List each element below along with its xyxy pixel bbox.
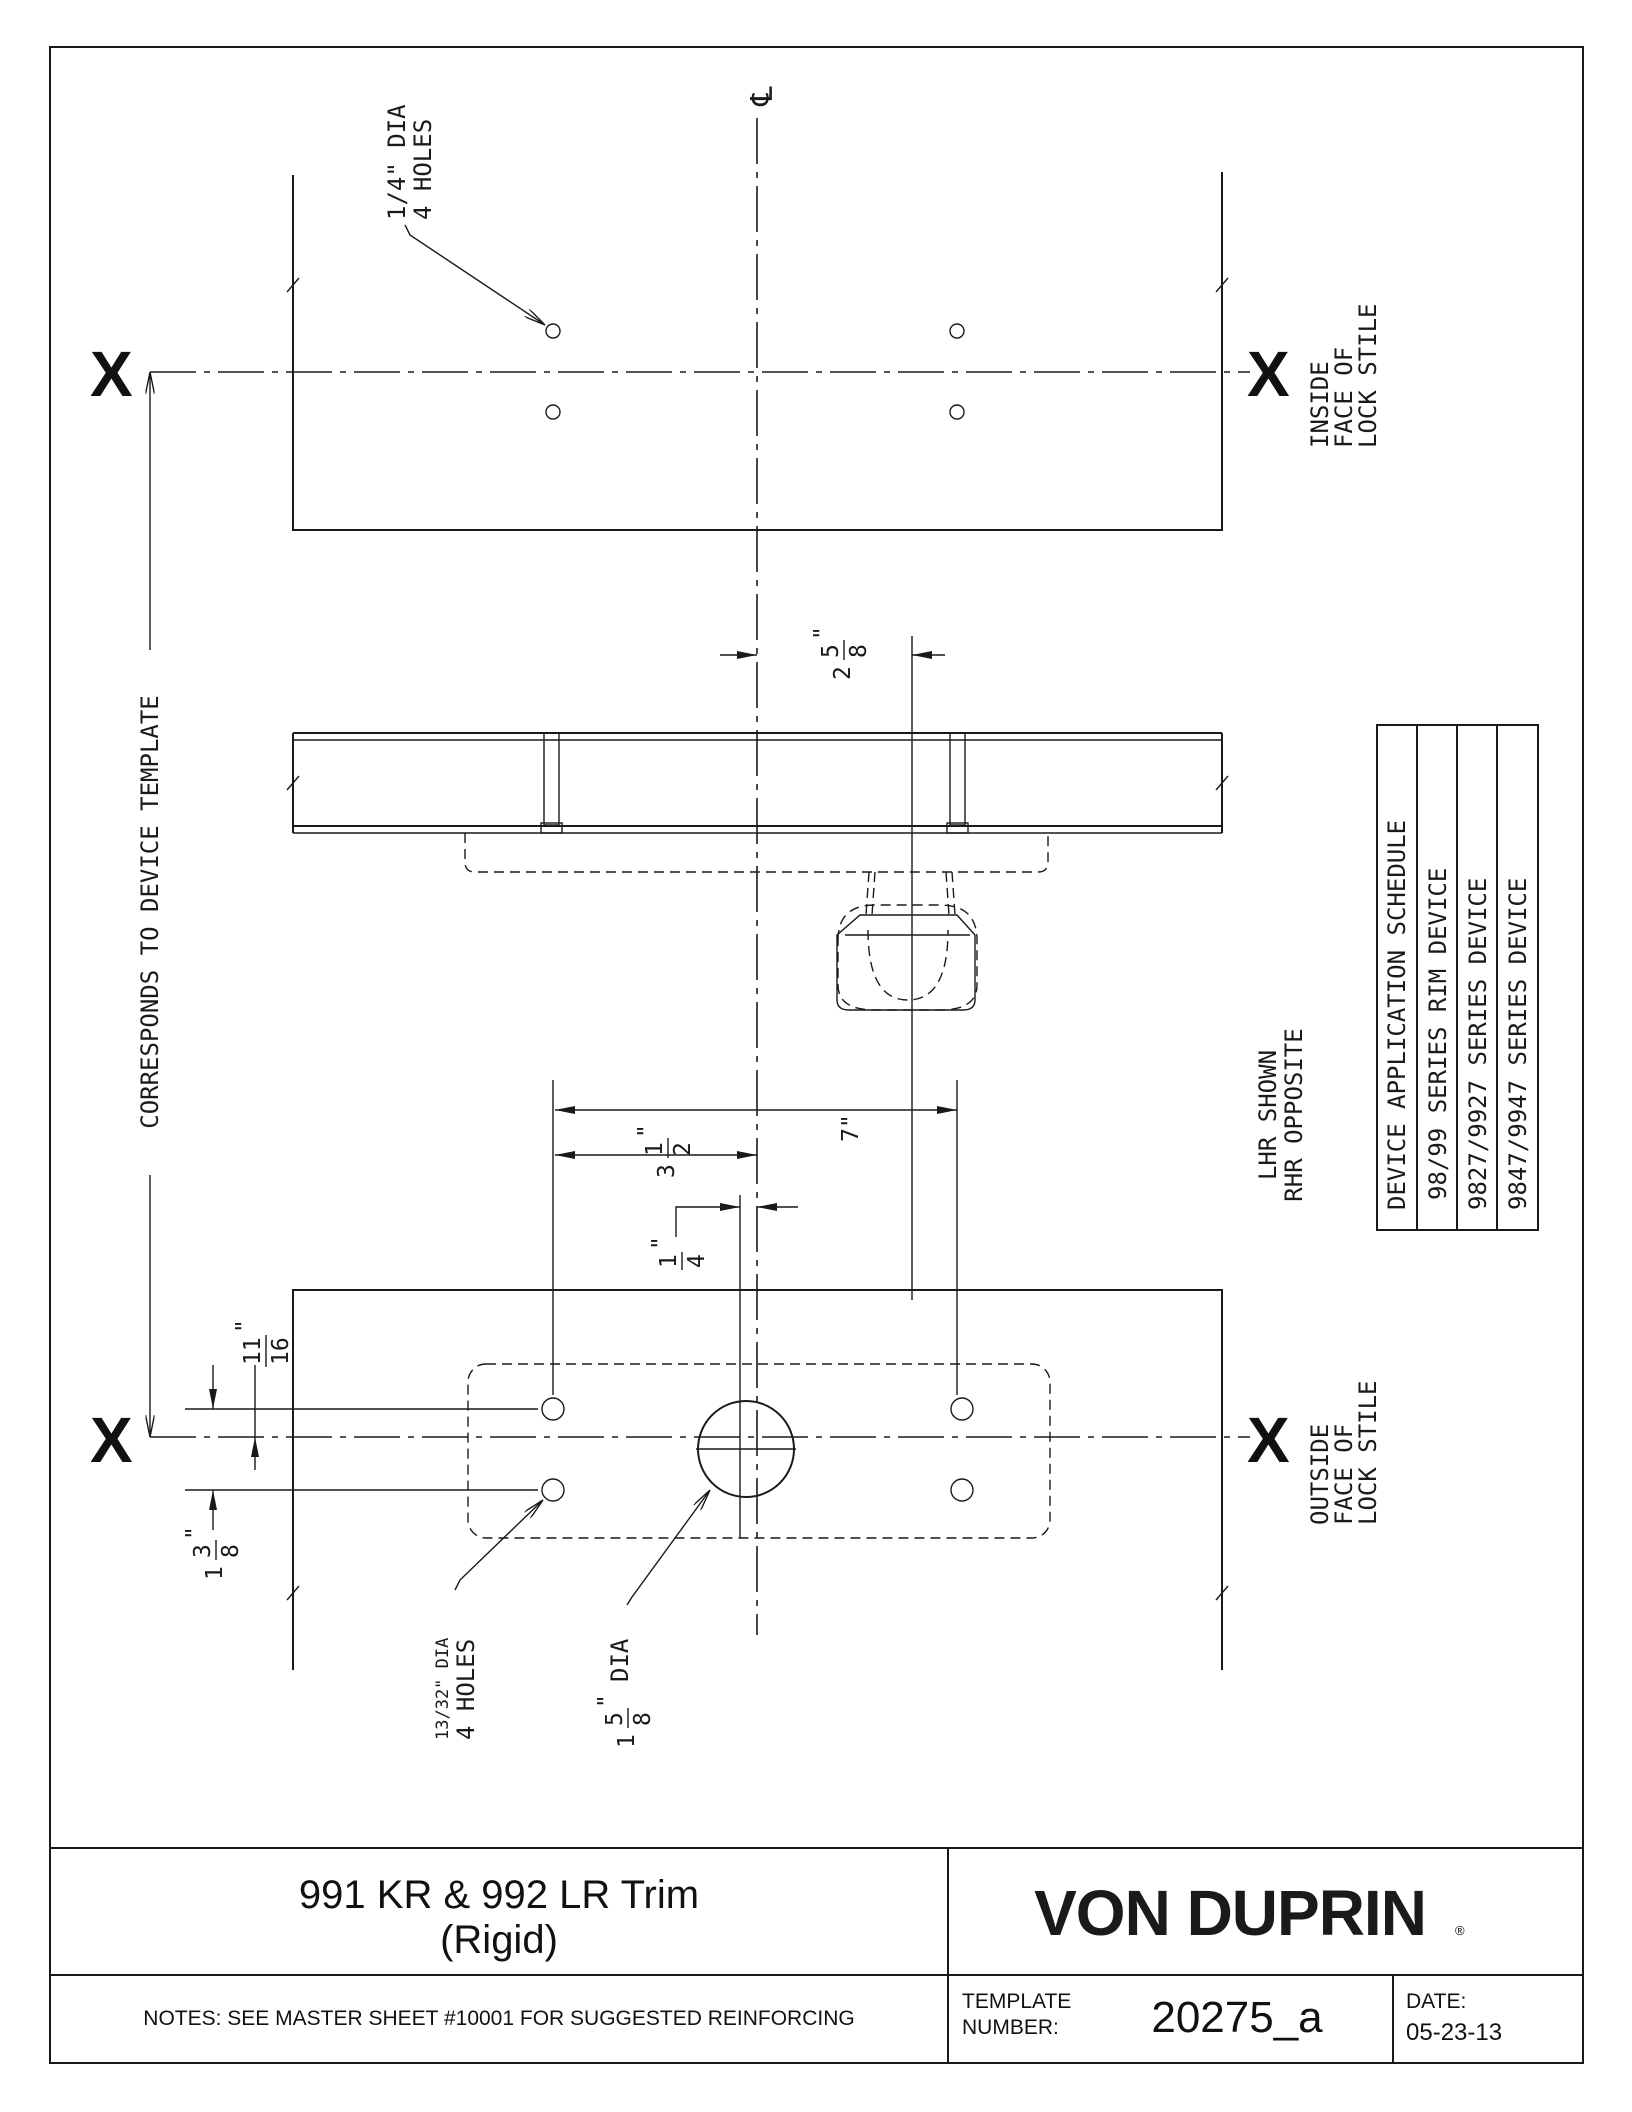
svg-text:1: 1 <box>642 1142 668 1156</box>
device-template-label: CORRESPONDS TO DEVICE TEMPLATE <box>136 695 164 1128</box>
bottom-hole-note: 13/32" DIA 4 HOLES <box>433 1638 480 1740</box>
label-1-3-8: 1 3 8 " <box>182 1526 244 1580</box>
inside-plate <box>150 172 1250 531</box>
svg-text:": " <box>810 626 836 640</box>
template-number: 20275_a <box>1151 1993 1323 2042</box>
inside-face-note: INSIDE FACE OF LOCK STILE <box>1306 304 1382 449</box>
svg-text:5: 5 <box>602 1712 628 1726</box>
svg-text:": " <box>232 1319 258 1333</box>
date-label: DATE: <box>1406 1990 1466 2013</box>
centerline-symbol: ℄ <box>745 86 780 107</box>
svg-text:16: 16 <box>268 1337 294 1365</box>
bottom-hole-leader <box>454 1500 543 1591</box>
svg-text:3: 3 <box>654 1164 680 1178</box>
svg-text:": " <box>594 1694 620 1708</box>
door-section <box>286 732 1229 1011</box>
date-value: 05-23-13 <box>1406 2019 1502 2046</box>
svg-text:℄: ℄ <box>745 86 780 107</box>
svg-text:INSIDE: INSIDE <box>1306 361 1334 448</box>
x-mark-outside-right: X <box>1247 1404 1290 1476</box>
svg-text:DIA: DIA <box>606 1638 634 1682</box>
schedule-title: DEVICE APPLICATION SCHEDULE <box>1383 820 1411 1210</box>
x-mark-inside-right: X <box>1247 338 1290 410</box>
label-2-5-8: 2 5 8 " <box>810 626 872 680</box>
svg-text:7": 7" <box>838 1114 864 1142</box>
svg-text:8: 8 <box>218 1544 244 1558</box>
dimension-7 <box>552 1080 958 1395</box>
cylinder-hole-note: 1 5 8 " DIA <box>594 1638 656 1748</box>
svg-text:FACE OF: FACE OF <box>1330 347 1358 448</box>
cylinder-hole-leader <box>626 1490 710 1606</box>
handing-note: LHR SHOWN RHR OPPOSITE <box>1254 1028 1308 1201</box>
svg-text:1: 1 <box>202 1566 228 1580</box>
svg-text:FACE OF: FACE OF <box>1330 1424 1358 1525</box>
svg-text:LOCK STILE: LOCK STILE <box>1354 304 1382 449</box>
dimension-quarter <box>675 1195 798 1538</box>
svg-text:11: 11 <box>240 1337 266 1365</box>
svg-text:4 HOLES: 4 HOLES <box>409 119 437 220</box>
outside-plate <box>150 1289 1250 1670</box>
svg-text:2: 2 <box>830 666 856 680</box>
x-mark-inside-left: X <box>90 338 133 410</box>
sheet-border <box>49 46 1584 2064</box>
x-mark-outside-left: X <box>90 1404 133 1476</box>
template-label: NUMBER: <box>962 2016 1059 2039</box>
top-hole-note: 1/4" DIA 4 HOLES <box>383 104 437 220</box>
svg-text:4: 4 <box>684 1254 710 1268</box>
svg-text:RHR OPPOSITE: RHR OPPOSITE <box>1280 1028 1308 1201</box>
svg-text:CORRESPONDS TO DEVICE TEMPLATE: CORRESPONDS TO DEVICE TEMPLATE <box>136 695 164 1128</box>
svg-text:1: 1 <box>614 1734 640 1748</box>
template-label: TEMPLATE <box>962 1990 1071 2013</box>
title-block <box>50 1847 1583 2063</box>
svg-text:5: 5 <box>818 644 844 658</box>
trim-subtitle: (Rigid) <box>440 1918 558 1962</box>
dimension-offset-top: 2 <box>720 636 945 1300</box>
trim-title: 991 KR & 992 LR Trim <box>299 1873 699 1917</box>
schedule-row: 98/99 SERIES RIM DEVICE <box>1424 868 1452 1200</box>
label-3-1-2: 3 1 2 " <box>634 1124 696 1178</box>
top-hole-leader <box>404 224 545 325</box>
svg-text:3: 3 <box>190 1544 216 1558</box>
svg-text:": " <box>182 1526 208 1540</box>
application-schedule: DEVICE APPLICATION SCHEDULE 98/99 SERIES… <box>1376 724 1539 1231</box>
svg-text:8: 8 <box>846 644 872 658</box>
svg-text:2: 2 <box>670 1142 696 1156</box>
schedule-row: 9827/9927 SERIES DEVICE <box>1464 878 1492 1210</box>
svg-text:LHR SHOWN: LHR SHOWN <box>1254 1050 1282 1180</box>
schedule-row: 9847/9947 SERIES DEVICE <box>1504 878 1532 1210</box>
notes: NOTES: SEE MASTER SHEET #10001 FOR SUGGE… <box>143 2007 854 2030</box>
svg-text:": " <box>648 1236 674 1250</box>
svg-text:8: 8 <box>630 1712 656 1726</box>
label-7: 7" <box>838 1114 864 1142</box>
svg-text:OUTSIDE: OUTSIDE <box>1306 1424 1334 1525</box>
dimension-1-3-8 <box>185 1489 538 1530</box>
outside-face-note: OUTSIDE FACE OF LOCK STILE <box>1306 1381 1382 1526</box>
svg-text:4 HOLES: 4 HOLES <box>452 1639 480 1740</box>
svg-text:LOCK STILE: LOCK STILE <box>1354 1381 1382 1526</box>
svg-text:": " <box>634 1124 660 1138</box>
svg-text:1/4" DIA: 1/4" DIA <box>383 104 411 220</box>
label-quarter: 1 4 " <box>648 1236 710 1270</box>
svg-text:13/32" DIA: 13/32" DIA <box>433 1638 453 1740</box>
label-11-16: 11 16 " <box>232 1319 294 1367</box>
dimension-11-16 <box>185 1365 538 1470</box>
svg-text:1: 1 <box>656 1254 682 1268</box>
brand-logo: VON DUPRIN <box>1034 1877 1426 1949</box>
brand-registered-mark: ® <box>1455 1923 1465 1938</box>
